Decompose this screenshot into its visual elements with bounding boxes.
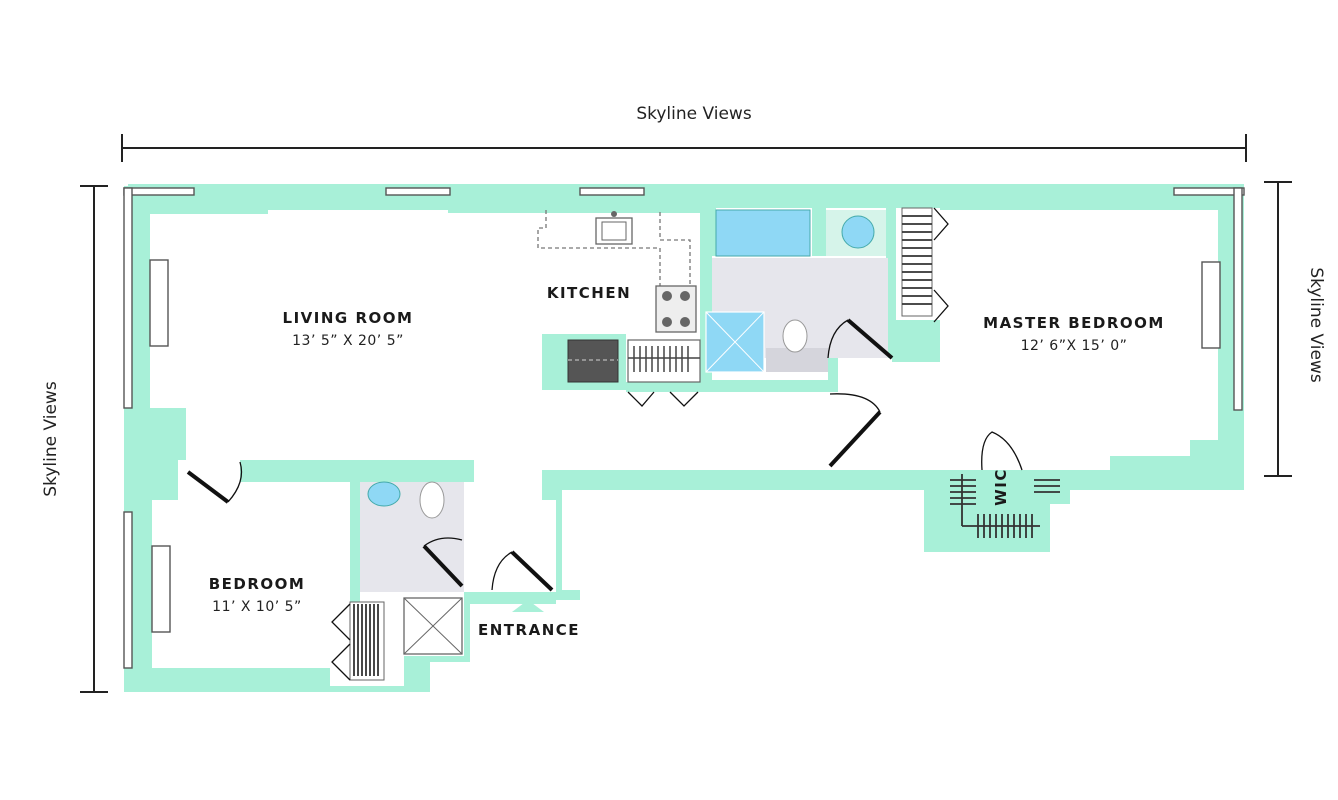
master-bedroom-name: MASTER BEDROOM <box>983 314 1165 332</box>
bedroom-bathroom <box>331 481 464 681</box>
top-view-label: Skyline Views <box>636 104 752 124</box>
master-bedroom-dims: 12’ 6”X 15’ 0” <box>1021 338 1128 354</box>
kitchen-fixtures <box>537 210 701 407</box>
walls <box>124 184 1244 692</box>
left-view-label: Skyline Views <box>41 381 61 497</box>
left-view-dimension <box>80 185 108 693</box>
bedroom-name: BEDROOM <box>209 575 306 593</box>
wic-closet <box>950 474 1060 538</box>
master-closet <box>901 207 949 323</box>
right-view-label: Skyline Views <box>1306 267 1326 383</box>
windows <box>123 187 1245 669</box>
top-view-dimension <box>121 134 1247 162</box>
kitchen-name: KITCHEN <box>547 284 631 302</box>
master-bathroom <box>705 209 888 373</box>
doors <box>186 318 1023 592</box>
living-room-name: LIVING ROOM <box>283 309 414 327</box>
right-view-dimension <box>1264 181 1292 477</box>
entrance-arrow-icon <box>512 600 544 612</box>
living-room-dims: 13’ 5” X 20’ 5” <box>292 333 404 349</box>
bedroom-dims: 11’ X 10’ 5” <box>212 599 302 615</box>
wic-label: WIC <box>992 468 1010 506</box>
entrance-label: ENTRANCE <box>478 621 580 639</box>
